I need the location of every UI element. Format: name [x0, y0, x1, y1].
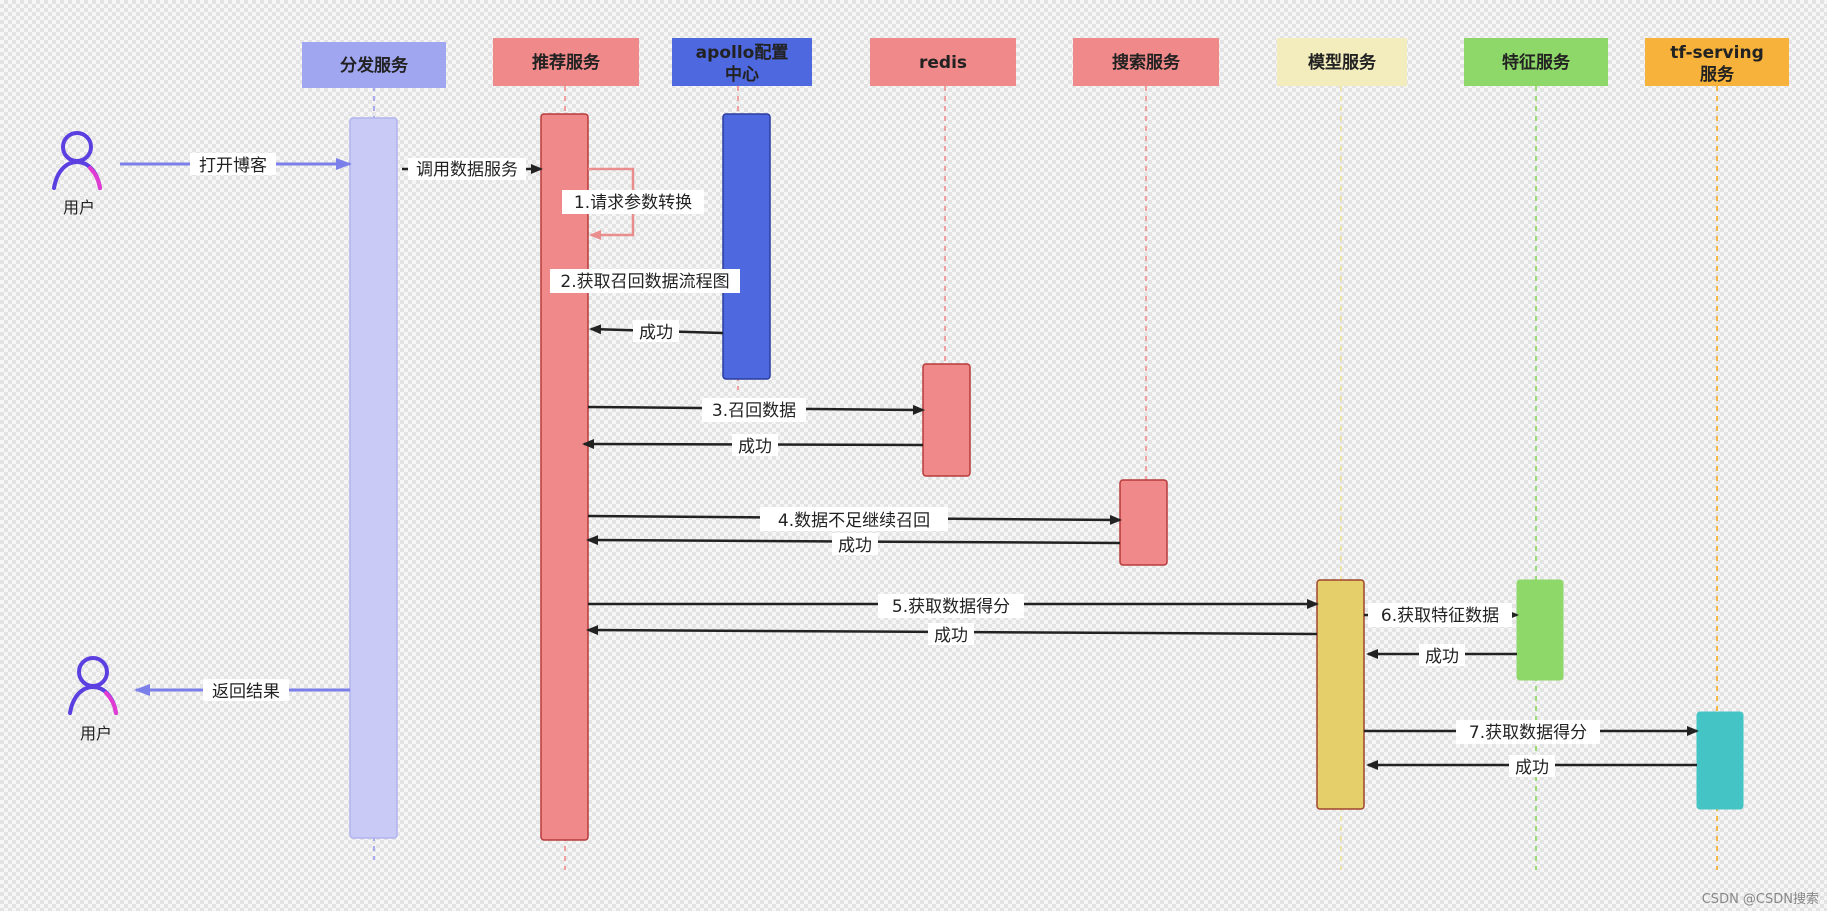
- header-dispatch-label: 分发服务: [340, 55, 409, 76]
- header-tfserving-label-line1: tf-serving: [1670, 43, 1764, 63]
- label-open-blog: 打开博客: [199, 156, 267, 176]
- activation-apollo: [722, 113, 771, 380]
- actor-user-top: 用户: [52, 131, 102, 217]
- header-search-label: 搜索服务: [1112, 52, 1181, 73]
- header-redis-label: redis: [919, 53, 967, 73]
- header-feature: [1464, 38, 1608, 86]
- header-recommend-label: 推荐服务: [532, 52, 601, 73]
- label-step1: 1.请求参数转换: [574, 193, 692, 213]
- label-step4: 4.数据不足继续召回: [778, 511, 930, 531]
- header-tfserving-label-line2: 服务: [1700, 64, 1735, 85]
- label-ok-redis: 成功: [738, 437, 772, 457]
- label-ok-model: 成功: [934, 626, 968, 646]
- label-ok-feature: 成功: [1425, 647, 1459, 667]
- activation-bars: [349, 113, 1744, 841]
- activation-tfserving: [1696, 711, 1744, 810]
- watermark: CSDN @CSDN搜索: [1701, 892, 1819, 907]
- header-tfserving: [1645, 38, 1789, 86]
- header-redis: [870, 38, 1016, 86]
- user-icon: [68, 656, 118, 715]
- messages: 打开博客 调用数据服务 1.请求参数转换 2.获取召回数据流程图 成功 3.召回…: [120, 153, 1699, 778]
- header-search: [1073, 38, 1219, 86]
- header-model-label: 模型服务: [1308, 52, 1377, 73]
- header-model: [1277, 38, 1407, 86]
- label-call-data: 调用数据服务: [416, 160, 518, 180]
- header-feature-label: 特征服务: [1502, 52, 1571, 73]
- activation-model: [1316, 579, 1365, 810]
- header-dispatch: [302, 42, 446, 88]
- label-step7: 7.获取数据得分: [1469, 723, 1587, 743]
- header-recommend: [493, 38, 639, 86]
- header-apollo-label-line2: 中心: [725, 64, 759, 85]
- label-step2: 2.获取召回数据流程图: [560, 272, 729, 292]
- actor-label: 用户: [80, 724, 112, 743]
- label-ok-tf: 成功: [1515, 758, 1549, 778]
- header-apollo-label-line1: apollo配置: [696, 43, 789, 63]
- activation-dispatch: [349, 117, 398, 839]
- label-ok-apollo: 成功: [639, 323, 673, 343]
- participant-headers: 分发服务 推荐服务 apollo配置 中心 redis 搜索服务 模型服务 特征…: [302, 38, 1789, 88]
- actor-user-bottom: 用户: [68, 656, 118, 743]
- user-icon: [52, 131, 102, 190]
- label-return-result: 返回结果: [212, 682, 280, 702]
- label-step5: 5.获取数据得分: [892, 597, 1010, 617]
- activation-search: [1119, 479, 1168, 566]
- label-ok-search: 成功: [838, 536, 872, 556]
- activation-feature: [1516, 579, 1564, 681]
- label-step3: 3.召回数据: [712, 401, 796, 421]
- activation-redis: [922, 363, 971, 477]
- header-apollo: [672, 38, 812, 86]
- label-step6: 6.获取特征数据: [1381, 606, 1499, 626]
- actor-label: 用户: [63, 198, 95, 217]
- activation-recommend: [540, 113, 589, 841]
